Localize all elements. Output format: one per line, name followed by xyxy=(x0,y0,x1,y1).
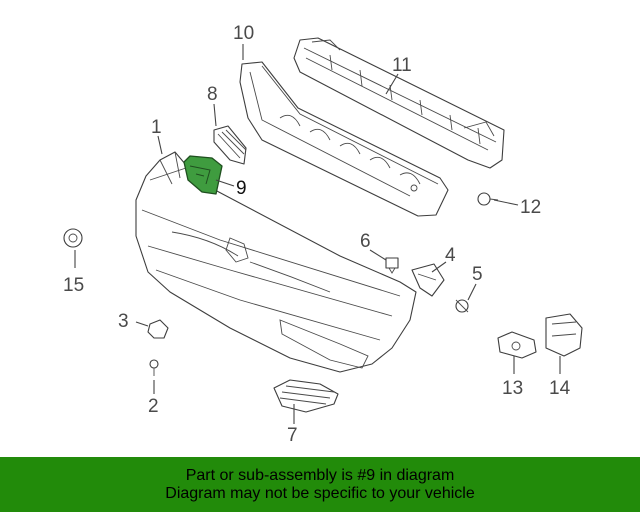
callout-4: 4 xyxy=(445,245,456,266)
part-9-shape xyxy=(183,155,223,195)
callout-12: 12 xyxy=(520,197,541,218)
callout-9: 9 xyxy=(236,178,247,199)
callout-2: 2 xyxy=(148,396,159,417)
part-5-clip xyxy=(455,299,469,313)
part-7-fog-cover xyxy=(273,379,339,413)
part-12-bolt xyxy=(477,192,499,206)
info-banner: Part or sub-assembly is #9 in diagram Di… xyxy=(0,457,640,512)
callout-7: 7 xyxy=(287,425,298,446)
part-13-sensor xyxy=(497,331,537,359)
callout-11: 11 xyxy=(392,55,412,76)
callout-15: 15 xyxy=(63,275,84,296)
part-14-bracket xyxy=(545,313,583,357)
part-6-clip xyxy=(385,257,399,274)
callout-13: 13 xyxy=(502,378,523,399)
diagram-canvas: 10 11 8 1 9 12 6 4 5 3 2 7 15 13 14 xyxy=(63,23,583,446)
leader-lines xyxy=(74,44,561,424)
parts-diagram: 10 11 8 1 9 12 6 4 5 3 2 7 15 13 14 xyxy=(63,23,583,446)
part-10-absorber xyxy=(239,61,449,217)
part-2-screw xyxy=(149,359,159,376)
part-15-clip xyxy=(63,228,83,248)
callout-8: 8 xyxy=(207,84,218,105)
part-9-retainer-highlighted xyxy=(183,155,223,195)
callout-14: 14 xyxy=(549,378,571,399)
banner-line-part: Part or sub-assembly is #9 in diagram xyxy=(185,466,455,484)
part-3-nut xyxy=(147,319,169,339)
callout-10: 10 xyxy=(233,23,254,44)
banner-line-disclaimer: Diagram may not be specific to your vehi… xyxy=(165,484,475,502)
part-11-reinforcement xyxy=(293,37,505,169)
part-4-bracket xyxy=(411,263,445,297)
callout-1: 1 xyxy=(151,117,162,138)
callout-6: 6 xyxy=(360,231,371,252)
callout-3: 3 xyxy=(118,311,129,332)
callout-5: 5 xyxy=(472,264,483,285)
part-8-bracket xyxy=(213,125,247,165)
